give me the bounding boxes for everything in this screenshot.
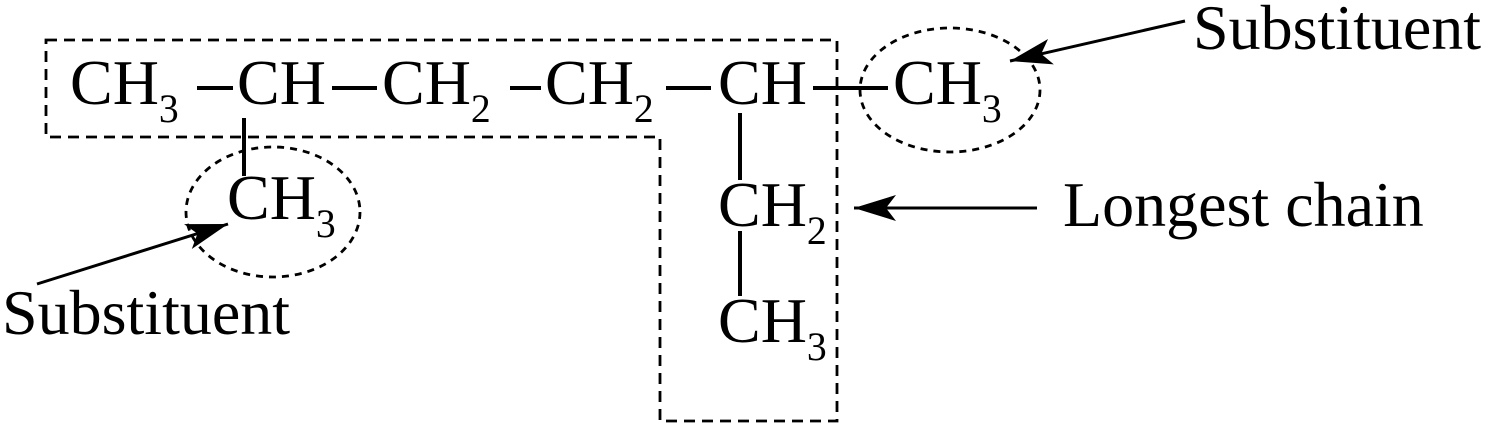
formula-c5: CH [718,51,807,115]
formula-c6: CH3 [893,51,1002,129]
formula-c3: CH2 [382,51,491,129]
formula-c4: CH2 [545,51,654,129]
formula-c6-base: CH [893,47,982,118]
formula-c5-branch-ch3-subscript: 3 [806,324,827,369]
formula-c4-subscript: 2 [633,86,654,131]
formula-c1-base: CH [70,47,159,118]
formula-c2-methyl-subscript: 3 [315,201,336,246]
substituent-ellipse-bottom-left [184,145,362,279]
formula-c1: CH3 [70,51,179,129]
label-longest-chain: Longest chain [1063,169,1424,240]
formula-c5-branch-ch2: CH2 [718,173,827,251]
arrow-substituent-top-right [1009,19,1186,65]
formula-c4-base: CH [545,47,634,118]
formula-c6-subscript: 3 [981,86,1002,131]
formula-c5-branch-ch2-subscript: 2 [806,208,827,253]
formula-c1-subscript: 3 [158,86,179,131]
formula-c2-methyl: CH3 [227,166,336,244]
label-substituent-top-right: Substituent [1193,0,1482,63]
arrow-substituent-bottom-left [36,222,229,286]
formula-c3-base: CH [382,47,471,118]
formula-c2-base: CH [237,47,326,118]
formula-c5-branch-ch3: CH3 [718,289,827,367]
formula-c5-branch-ch3-base: CH [718,285,807,356]
formula-c5-base: CH [718,47,807,118]
formula-c2-methyl-base: CH [227,162,316,233]
formula-c3-subscript: 2 [470,86,491,131]
formula-c5-branch-ch2-base: CH [718,169,807,240]
formula-c2: CH [237,51,326,115]
label-substituent-bottom-left: Substituent [2,277,291,348]
